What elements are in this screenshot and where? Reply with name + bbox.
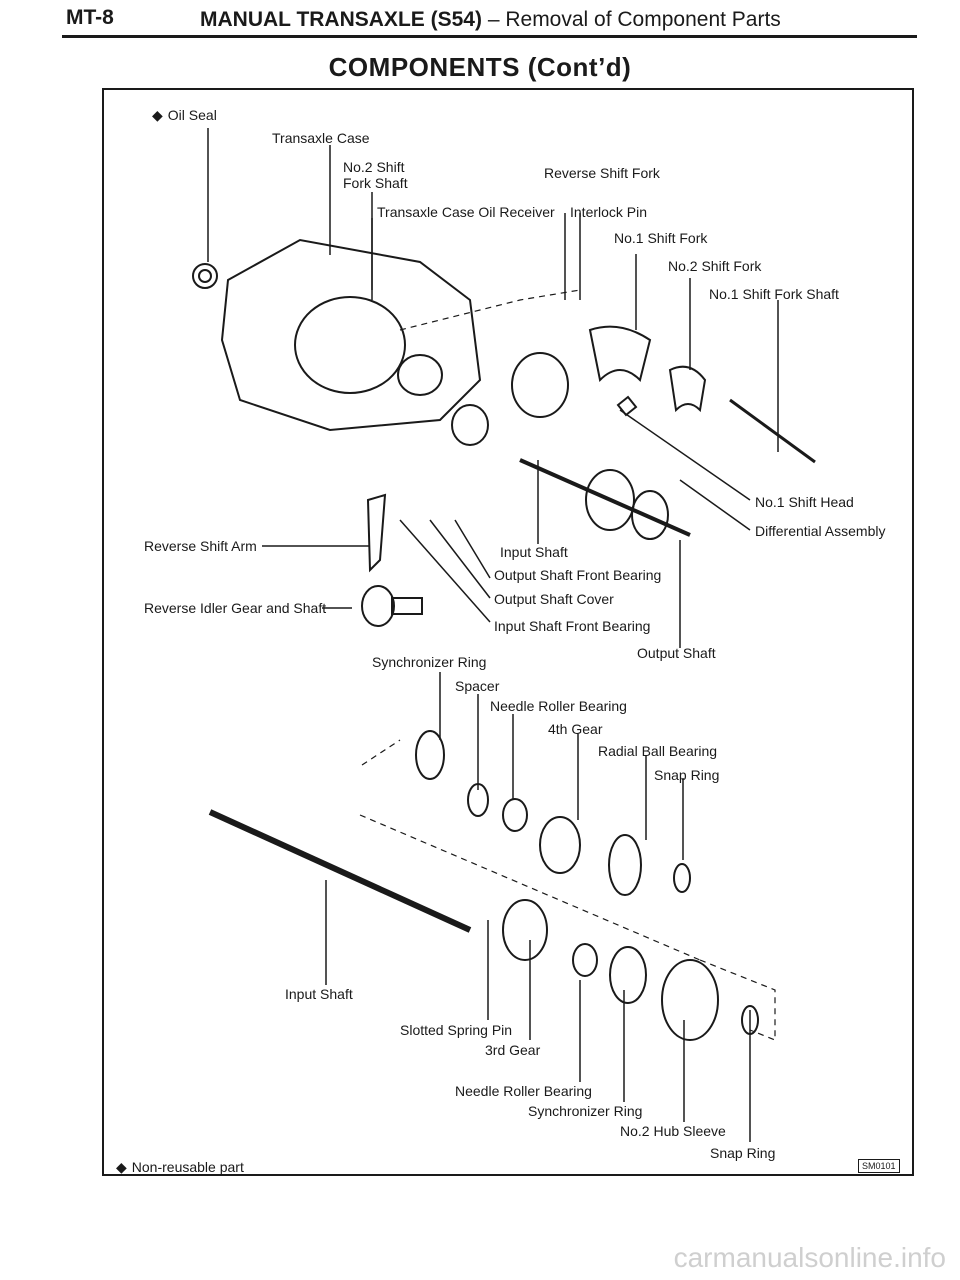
watermark: carmanualsonline.info [673,1242,946,1273]
label-oil-seal-text: Oil Seal [167,107,217,123]
label-reverse-shift-fork: Reverse Shift Fork [544,165,660,181]
label-output-shaft: Output Shaft [637,645,716,661]
page-number: MT-8 [66,6,114,29]
header-rule [62,35,917,38]
section-subject: Removal of Component Parts [505,8,781,31]
section-title: COMPONENTS (Cont’d) [328,52,632,82]
figure-code: SM0101 [858,1159,900,1173]
output-shaft-drawing [451,352,691,540]
non-reusable-bullet: ◆ [152,107,163,123]
label-radial-ball-bearing: Radial Ball Bearing [598,743,718,759]
legend-bullet: ◆ [116,1159,127,1175]
label-no1-shift-fork-shaft: No.1 Shift Fork Shaft [709,286,839,302]
label-no2-shift-fork-shaft-1: No.2 Shift [343,159,405,175]
label-oil-seal: ◆Oil Seal [152,107,217,123]
reverse-parts-drawing [361,493,423,627]
label-no2-shift-fork: No.2 Shift Fork [668,258,762,274]
label-snap-ring-2: Snap Ring [710,1145,776,1161]
label-no1-shift-fork: No.1 Shift Fork [614,230,708,246]
legend-text: Non-reusable part [131,1159,244,1175]
label-slotted-spring-pin: Slotted Spring Pin [400,1022,513,1038]
label-needle-roller-bearing-2: Needle Roller Bearing [455,1083,592,1099]
label-interlock-pin: Interlock Pin [570,204,648,220]
label-differential-assembly: Differential Assembly [755,523,886,539]
figure-frame [102,88,914,1176]
label-input-shaft-upper: Input Shaft [500,544,568,560]
label-synchronizer-ring-2: Synchronizer Ring [528,1103,643,1119]
label-transaxle-case: Transaxle Case [272,130,370,146]
label-output-shaft-cover: Output Shaft Cover [494,591,614,607]
label-spacer: Spacer [455,678,500,694]
label-no2-shift-fork-shaft-2: Fork Shaft [343,175,408,191]
leader-lines [207,128,779,1142]
manual-title: MANUAL TRANSAXLE (S54) [200,8,482,31]
label-input-shaft-lower: Input Shaft [285,986,353,1002]
label-needle-roller-bearing: Needle Roller Bearing [490,698,627,714]
shift-fork-drawings [588,325,816,464]
label-output-shaft-front-bearing: Output Shaft Front Bearing [494,567,662,583]
page-header-title: MANUAL TRANSAXLE (S54) – Removal of Comp… [200,8,781,32]
label-synchronizer-ring: Synchronizer Ring [372,654,487,670]
label-reverse-idler-gear-and-shaft: Reverse Idler Gear and Shaft [144,600,327,616]
label-3rd-gear: 3rd Gear [485,1042,541,1058]
header-separator: – [487,8,500,31]
transaxle-case-drawing [192,238,482,432]
label-4th-gear: 4th Gear [548,721,603,737]
input-shaft-drawing [208,730,759,1041]
label-reverse-shift-arm: Reverse Shift Arm [144,538,257,554]
legend-non-reusable: ◆Non-reusable part [116,1159,244,1175]
label-no2-hub-sleeve: No.2 Hub Sleeve [620,1123,726,1139]
label-oil-receiver: Transaxle Case Oil Receiver [377,204,555,220]
label-snap-ring: Snap Ring [654,767,720,783]
label-no1-shift-head: No.1 Shift Head [755,494,854,510]
assembly-dash-lines [359,289,776,1041]
label-input-shaft-front-bearing: Input Shaft Front Bearing [494,618,651,634]
